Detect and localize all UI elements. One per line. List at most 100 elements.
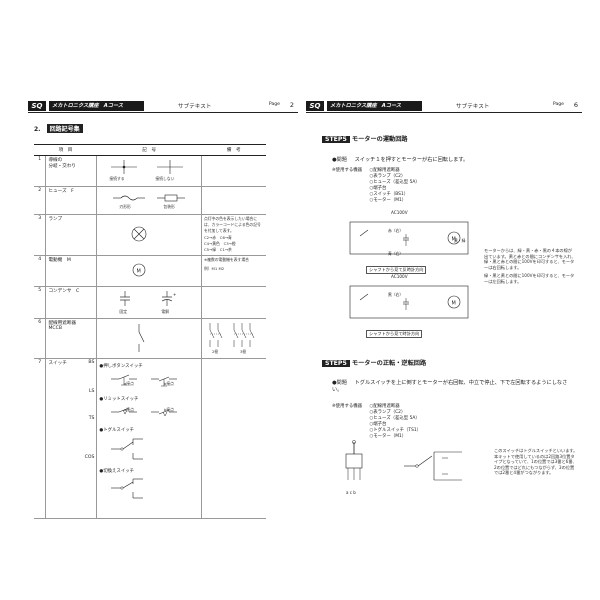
equipment-block: ※使用する機器 ○配線用遮断器 ○表ランプ（C2） ○ヒューズ（差込型 5A） … bbox=[332, 404, 421, 440]
equipment-item: ○表ランプ（C2） bbox=[369, 174, 406, 179]
motor-note: ※複数の電動機を表す場合 bbox=[203, 257, 249, 262]
logo: SQ bbox=[306, 101, 324, 111]
motor-circuit-diagram: M bbox=[349, 285, 469, 319]
table-row: 3 ランプ 点灯中の色を表示したい場合には、カラーコードによる色の記号を付加して… bbox=[34, 214, 266, 256]
equipment-item: ○モーター（M1） bbox=[369, 198, 407, 203]
color-codes: C2→赤 C6→青 C4→黄色 C3→橙 C5→緑 C1→茶 bbox=[203, 235, 236, 252]
problem-text: スイッチ１を押すとモーターが右に回転します。 bbox=[354, 157, 469, 163]
selector-switch-icon bbox=[111, 478, 144, 499]
equipment-item: ○端子台 bbox=[369, 186, 387, 191]
toggle-circuit-diagram bbox=[404, 451, 462, 481]
subtitle: サブテキスト bbox=[178, 104, 212, 110]
row-note bbox=[201, 286, 266, 319]
page-number: 2 bbox=[289, 101, 294, 109]
breaker-icon bbox=[139, 324, 145, 352]
page-header: SQ メカトロニクス講座 Aコース サブテキスト Page 2 bbox=[28, 100, 298, 113]
step-tag: STEP5 bbox=[322, 136, 350, 143]
step-heading: STEP5 モーターの正転・逆転回路 bbox=[322, 358, 426, 367]
ac-label: AC100V bbox=[391, 274, 408, 279]
row-number: 6 bbox=[34, 318, 47, 359]
equipment-list: ○配線用遮断器 ○表ランプ（C2） ○ヒューズ（差込型 5A） ○端子台 ○トグ… bbox=[369, 404, 421, 440]
switch-code: COS bbox=[84, 455, 95, 460]
limit-switch-icon bbox=[111, 407, 178, 417]
row-name: 導線の 分岐・交わり bbox=[45, 155, 98, 187]
symbol-caption: 接続する bbox=[109, 176, 125, 181]
motor-note: モーターからは、緑・黄・赤・黒の４本の線が出ています。黄と赤との間にコンデンサを… bbox=[484, 248, 576, 285]
course-title: メカトロニクス講座 Aコース bbox=[327, 101, 422, 111]
symbol-caption: 刃形形 bbox=[119, 204, 131, 209]
symbol-caption: 電解 bbox=[161, 309, 170, 314]
table-row: 2 ヒューズ F 刃形形 包装形 bbox=[34, 186, 266, 215]
table-row: 6 配線用遮断器 MCCB bbox=[34, 318, 266, 359]
section-number: 2. bbox=[34, 126, 41, 133]
svg-text:M: M bbox=[452, 237, 456, 243]
equipment-item: ○端子台 bbox=[369, 422, 387, 427]
table-row: 5 コンデンサ C + 固定 電解 bbox=[34, 286, 266, 319]
symbol-caption: 2極 bbox=[211, 349, 219, 354]
equipment-item: ○表ランプ（C2） bbox=[369, 410, 406, 415]
equipment-block: ※使用する機器 ○配線用遮断器 ○表ランプ（C2） ○ヒューズ（差込型 5A） … bbox=[332, 168, 420, 204]
push-button-icon bbox=[111, 374, 178, 387]
switch-code: TS bbox=[88, 416, 95, 421]
symbol-table: 項 目 記 号 備 考 1 導線の 分岐・交わり 接続する bbox=[34, 144, 266, 519]
section-title: 回路記号集 bbox=[46, 124, 83, 133]
switch-symbols: ●押しボタンスイッチ ●リミットスイッチ bbox=[96, 358, 202, 519]
page-label: Page bbox=[552, 102, 564, 107]
row-number: 2 bbox=[34, 186, 47, 215]
page-header: SQ メカトロニクス講座 Aコース サブテキスト Page 6 bbox=[306, 100, 582, 113]
row-number: 1 bbox=[34, 155, 47, 187]
problem-label: ●問題 bbox=[332, 380, 347, 386]
switch-code: LS bbox=[88, 389, 95, 394]
mccb-symbol-cell bbox=[96, 318, 202, 359]
column-header: 記 号 bbox=[96, 144, 202, 156]
switch-label: ●トグルスイッチ bbox=[99, 428, 134, 433]
page-label: Page bbox=[268, 102, 280, 107]
symbol-caption: 3極 bbox=[239, 349, 247, 354]
row-number: 5 bbox=[34, 286, 47, 319]
row-name: 電動機 M bbox=[45, 255, 98, 287]
column-header: 備 考 bbox=[201, 144, 266, 156]
equipment-label: ※使用する機器 bbox=[332, 168, 363, 173]
equipment-item: ○配線用遮断器 bbox=[369, 168, 400, 173]
diagram-caption: シャフトから見て反時計方向 bbox=[366, 266, 427, 274]
wire-symbols: 接続する 接続しない bbox=[96, 155, 202, 187]
step-heading: STEP5 モーターの運動回路 bbox=[322, 134, 408, 143]
table-row: 1 導線の 分岐・交わり 接続する 接続しない bbox=[34, 155, 266, 187]
symbol-caption: 接続しない bbox=[155, 176, 175, 181]
contact-label: a接点 bbox=[123, 381, 134, 386]
row-name: コンデンサ C bbox=[45, 286, 98, 319]
lamp-note-cell: 点灯中の色を表示したい場合には、カラーコードによる色の記号を付加して表す。 C2… bbox=[201, 214, 266, 256]
problem-label: ●問題 bbox=[332, 157, 347, 163]
motor-circuit-diagram: M bbox=[349, 221, 469, 255]
contact-label: b接点 bbox=[163, 407, 174, 412]
switch-label: ●切換えスイッチ bbox=[99, 469, 134, 474]
wire-label: 青（右） bbox=[388, 251, 404, 256]
problem-text: トグルスイッチを上に倒すとモーターが右回転、中立で停止、下で左回転するようにしな… bbox=[332, 380, 568, 393]
toggle-switch-icon bbox=[111, 438, 144, 460]
breaker-variants-icon bbox=[209, 323, 255, 347]
motor-note-cell: ※複数の電動機を表す場合 例）M1 M2 bbox=[201, 255, 266, 287]
contact-label: a接点 bbox=[123, 407, 134, 412]
row-note bbox=[201, 186, 266, 215]
row-name: 配線用遮断器 MCCB bbox=[45, 318, 98, 359]
step-title: モーターの正転・逆転回路 bbox=[351, 360, 427, 367]
symbol-caption: 固定 bbox=[119, 309, 128, 314]
toggle-terminals: a c b bbox=[346, 490, 356, 495]
problem: ●問題 トグルスイッチを上に倒すとモーターが右回転、中立で停止、下で左回転するよ… bbox=[332, 380, 572, 394]
section-heading: 2. 回路記号集 bbox=[34, 124, 83, 133]
svg-text:M: M bbox=[137, 269, 141, 275]
lamp-icon bbox=[132, 226, 147, 242]
motor-icon: M bbox=[133, 263, 146, 277]
toggle-note: このスイッチはトグルスイッチといいます。本キットで使用しているのは2回路3位置タ… bbox=[494, 448, 578, 476]
left-page: SQ メカトロニクス講座 Aコース サブテキスト Page 2 2. 回路記号集… bbox=[28, 100, 298, 519]
table-row: 4 電動機 M M ※複数の電動機を表す場合 例）M1 M2 bbox=[34, 255, 266, 287]
lamp-symbol-cell bbox=[96, 214, 202, 256]
wire-label: 黄・緑 bbox=[454, 238, 466, 243]
motor-note-text-2: 緑・黒と黄との間に100Vを印可すると、モーターは左回転します。 bbox=[484, 273, 575, 284]
svg-text:+: + bbox=[173, 292, 176, 297]
right-page: SQ メカトロニクス講座 Aコース サブテキスト Page 6 STEP5 モー… bbox=[306, 100, 582, 505]
row-number: 4 bbox=[34, 255, 47, 287]
svg-text:M: M bbox=[452, 301, 456, 307]
table-row: 7 スイッチ BS LS TS COS ●押しボタンスイッチ bbox=[34, 358, 266, 519]
equipment-label: ※使用する機器 bbox=[332, 404, 363, 409]
